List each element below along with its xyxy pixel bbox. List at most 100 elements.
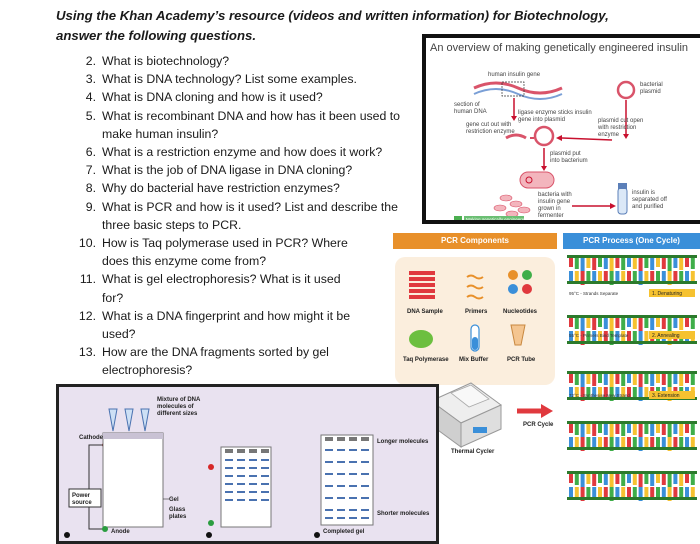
strand-base bbox=[644, 331, 649, 342]
label-human-gene: human insulin gene bbox=[488, 72, 541, 78]
question-text: used? bbox=[102, 327, 136, 342]
mixture-line-1: Mixture of DNA bbox=[157, 397, 201, 403]
step-temp-3: 72°C - Synthesise New Strand bbox=[569, 393, 630, 398]
strand-base bbox=[592, 473, 597, 486]
strand-base bbox=[638, 331, 643, 345]
gel-band bbox=[337, 473, 345, 475]
question-text: three basic steps to PCR. bbox=[102, 217, 242, 232]
question-text: What is gel electrophoresis? What is it … bbox=[102, 272, 341, 287]
strand-base bbox=[690, 317, 695, 329]
strand-base bbox=[632, 257, 637, 269]
strand-base bbox=[598, 317, 602, 327]
strand-base bbox=[644, 271, 649, 282]
strand-base bbox=[638, 487, 643, 501]
gel-band bbox=[225, 499, 233, 501]
mixture-line-3: different sizes bbox=[157, 411, 198, 417]
gel-band bbox=[361, 449, 369, 451]
question-text: What is a DNA fingerprint and how might … bbox=[102, 308, 351, 323]
strand-base bbox=[679, 473, 684, 486]
gel-band bbox=[349, 509, 357, 511]
strand-base bbox=[650, 257, 655, 270]
label-section-1: section of bbox=[454, 102, 480, 108]
question-number: 12. bbox=[78, 308, 96, 323]
strand-base bbox=[685, 373, 689, 383]
strand-base bbox=[603, 387, 608, 399]
strand-base bbox=[638, 387, 643, 401]
strand-base bbox=[673, 437, 678, 448]
strand-backbone bbox=[567, 421, 697, 424]
strand-base bbox=[574, 387, 579, 399]
strand-base bbox=[586, 423, 591, 434]
strand-base bbox=[609, 373, 614, 387]
label-into-bacterium-1: plasmid put bbox=[550, 151, 581, 157]
item-dna-sample: DNA Sample bbox=[407, 309, 443, 315]
strand-base bbox=[580, 257, 585, 271]
gel-band bbox=[337, 509, 345, 511]
strand-base bbox=[679, 487, 684, 500]
strand-base bbox=[615, 271, 620, 282]
shorter-label: Shorter molecules bbox=[377, 511, 430, 517]
gel-band bbox=[337, 461, 345, 463]
gel-well bbox=[337, 437, 345, 441]
strand-base bbox=[580, 423, 585, 437]
strand-base bbox=[592, 437, 597, 450]
strand-base bbox=[638, 257, 643, 271]
question-number: 11. bbox=[79, 272, 96, 287]
strand-base bbox=[650, 423, 655, 436]
question-number: 10. bbox=[78, 236, 96, 251]
gel-band bbox=[361, 473, 369, 475]
strand-base bbox=[592, 271, 597, 284]
question-number: 5. bbox=[85, 108, 96, 123]
cathode-label: Cathode bbox=[79, 435, 104, 441]
gel-band bbox=[349, 497, 357, 499]
strand-base bbox=[598, 387, 602, 397]
mixture-line-2: molecules of bbox=[157, 404, 195, 410]
strand-base bbox=[586, 487, 591, 498]
strand-base bbox=[586, 473, 591, 484]
strand-base bbox=[638, 473, 643, 487]
gel-box bbox=[102, 432, 164, 528]
strand-base bbox=[627, 271, 631, 281]
gel-well bbox=[237, 449, 245, 453]
strand-base bbox=[644, 437, 649, 448]
strand-base bbox=[569, 373, 573, 383]
strand-base bbox=[644, 257, 649, 268]
bacteria-cluster bbox=[493, 194, 531, 218]
strand-base bbox=[569, 331, 573, 341]
gel-band bbox=[237, 459, 245, 461]
strand-base bbox=[609, 257, 614, 271]
question-item: 4.What is DNA cloning and how is it used… bbox=[78, 88, 418, 106]
strand-base bbox=[603, 437, 608, 449]
strand-base bbox=[673, 317, 678, 328]
strand-base bbox=[661, 473, 666, 485]
label-purified-3: and purified bbox=[632, 204, 663, 210]
gel-band bbox=[225, 483, 233, 485]
label-plasmid-2: plasmid bbox=[640, 89, 661, 95]
question-number: 6. bbox=[85, 145, 96, 160]
gel-band bbox=[261, 491, 269, 493]
gel-band bbox=[325, 461, 333, 463]
question-text: electrophoresis? bbox=[102, 363, 193, 378]
strand-base bbox=[603, 317, 608, 329]
question-number bbox=[78, 325, 102, 343]
question-item: 9.What is PCR and how is it used? List a… bbox=[78, 198, 418, 216]
strand-base bbox=[667, 423, 672, 437]
strand-base bbox=[667, 373, 672, 387]
pipette-icons bbox=[108, 408, 150, 432]
strand-base bbox=[569, 437, 573, 447]
strand-base bbox=[592, 487, 597, 500]
question-item: 8.Why do bacterial have restriction enzy… bbox=[78, 179, 418, 197]
strand-base bbox=[598, 271, 602, 281]
strand-base bbox=[609, 437, 614, 451]
strand-base bbox=[621, 257, 626, 270]
longer-label: Longer molecules bbox=[377, 439, 429, 445]
gel-well bbox=[225, 449, 233, 453]
question-text: for? bbox=[102, 290, 124, 305]
strand-base bbox=[679, 437, 684, 450]
strand-base bbox=[656, 257, 660, 267]
dna-sample-icon bbox=[409, 271, 435, 299]
step-temp-2: 55°C - Primers Bind Template bbox=[569, 333, 629, 338]
gel-band bbox=[349, 449, 357, 451]
gel-band bbox=[337, 497, 345, 499]
insulin-diagram: human insulin gene section of human DNA … bbox=[454, 72, 667, 220]
